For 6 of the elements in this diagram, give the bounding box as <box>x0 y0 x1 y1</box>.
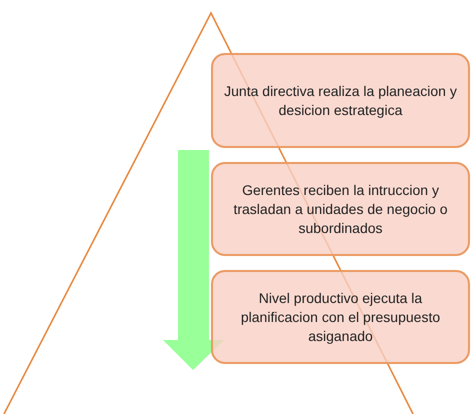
box-text: Junta directiva realiza la planeacion y desicion estrategica <box>223 82 458 120</box>
process-box <box>211 270 470 364</box>
box-text: Gerentes reciben la intruccion y trasladan a unidades de negocio o subordinados <box>232 180 449 238</box>
process-box <box>211 53 470 148</box>
process-box <box>211 162 470 256</box>
box-text: Nivel productivo ejecuta la planificacion con el presupuesto asiganado <box>240 288 442 346</box>
